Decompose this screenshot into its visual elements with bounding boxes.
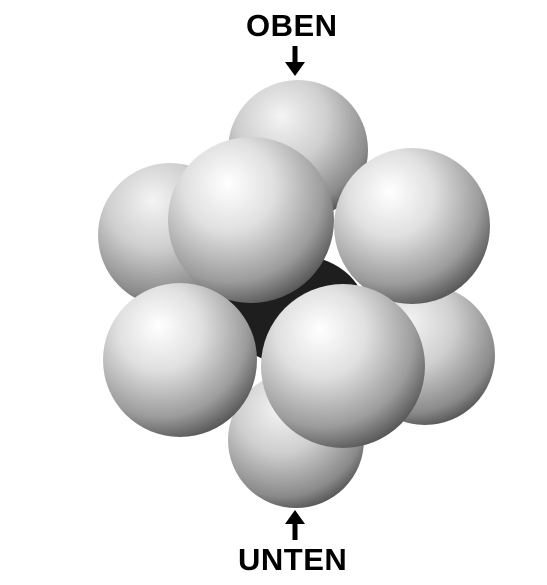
sphere-lower-left bbox=[103, 283, 257, 437]
arrow-down-icon bbox=[285, 46, 305, 76]
sphere-lower-center bbox=[261, 284, 425, 448]
arrow-up-icon bbox=[285, 510, 305, 540]
sphere-upper-right bbox=[334, 148, 490, 304]
top-label: OBEN bbox=[246, 8, 338, 43]
sphere-upper-left bbox=[168, 137, 334, 303]
sphere-group bbox=[98, 80, 495, 508]
bottom-label: UNTEN bbox=[238, 542, 348, 577]
